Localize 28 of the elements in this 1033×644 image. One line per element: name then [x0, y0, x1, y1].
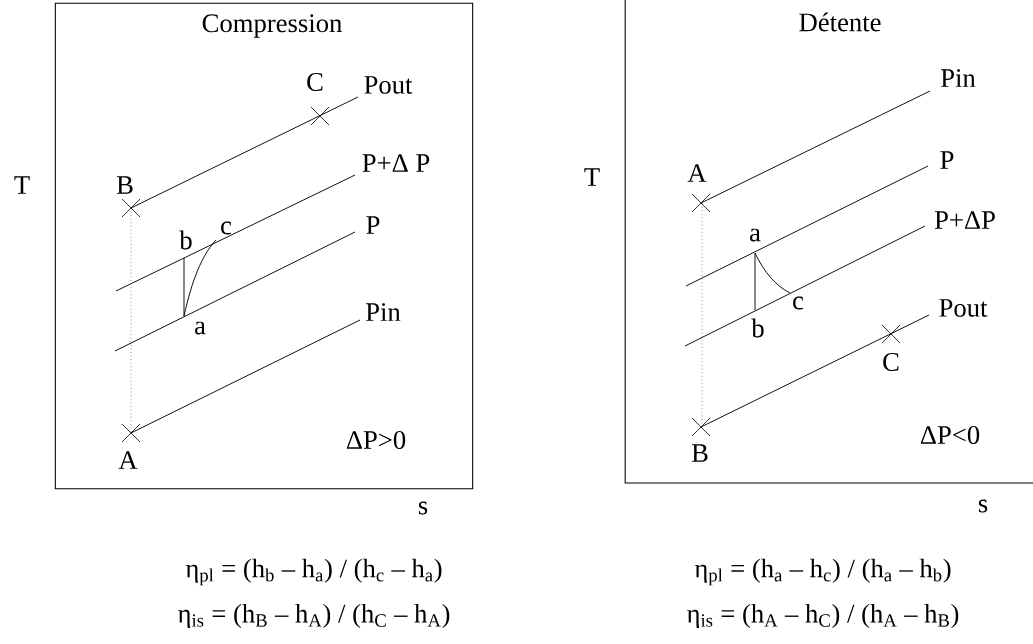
point-label: A: [118, 451, 138, 469]
condition-label: ΔP<0: [920, 426, 980, 444]
isobar-label: Pout: [364, 76, 413, 94]
point-label: B: [116, 176, 133, 194]
point-label: A: [687, 164, 707, 182]
point-label: c: [221, 221, 232, 235]
point-label: a: [195, 321, 206, 335]
isobar-label: Pin: [366, 303, 401, 321]
point-label: C: [307, 73, 323, 91]
condition-label: ΔP>0: [346, 431, 406, 449]
point-label: a: [750, 228, 761, 242]
equation-text: η$_{is}$ = (h$_{A}$ – h$_{C}$) / (h$_{A}$ – h$_{B}$): [687, 603, 959, 629]
axis-label: T: [584, 168, 600, 186]
isobar-label: P+Δ P: [362, 154, 430, 172]
equation-text: η$_{pl}$ = (h$_{b}$ – h$_{a}$) / (h$_{c}$ – h$_{a}$): [185, 558, 442, 586]
isobar-label: Pin: [941, 69, 976, 87]
point-label: b: [751, 318, 764, 338]
point-label: C: [883, 353, 899, 371]
isobar-label: P+ΔP: [934, 211, 995, 229]
equation-text: η$_{is}$ = (h$_{B}$ – h$_{A}$) / (h$_{C}$ – h$_{A}$): [177, 603, 450, 629]
axis-label: T: [14, 176, 30, 194]
isobar-label: P: [940, 151, 954, 169]
point-label: B: [691, 444, 708, 462]
point-label: c: [793, 296, 804, 310]
point-label: b: [179, 230, 192, 250]
equation-text: η$_{pl}$ = (h$_{a}$ – h$_{c}$) / (h$_{a}$ – h$_{b}$): [694, 558, 951, 586]
isobar-label: Pout: [939, 299, 988, 317]
isobar-label: P: [366, 216, 380, 234]
